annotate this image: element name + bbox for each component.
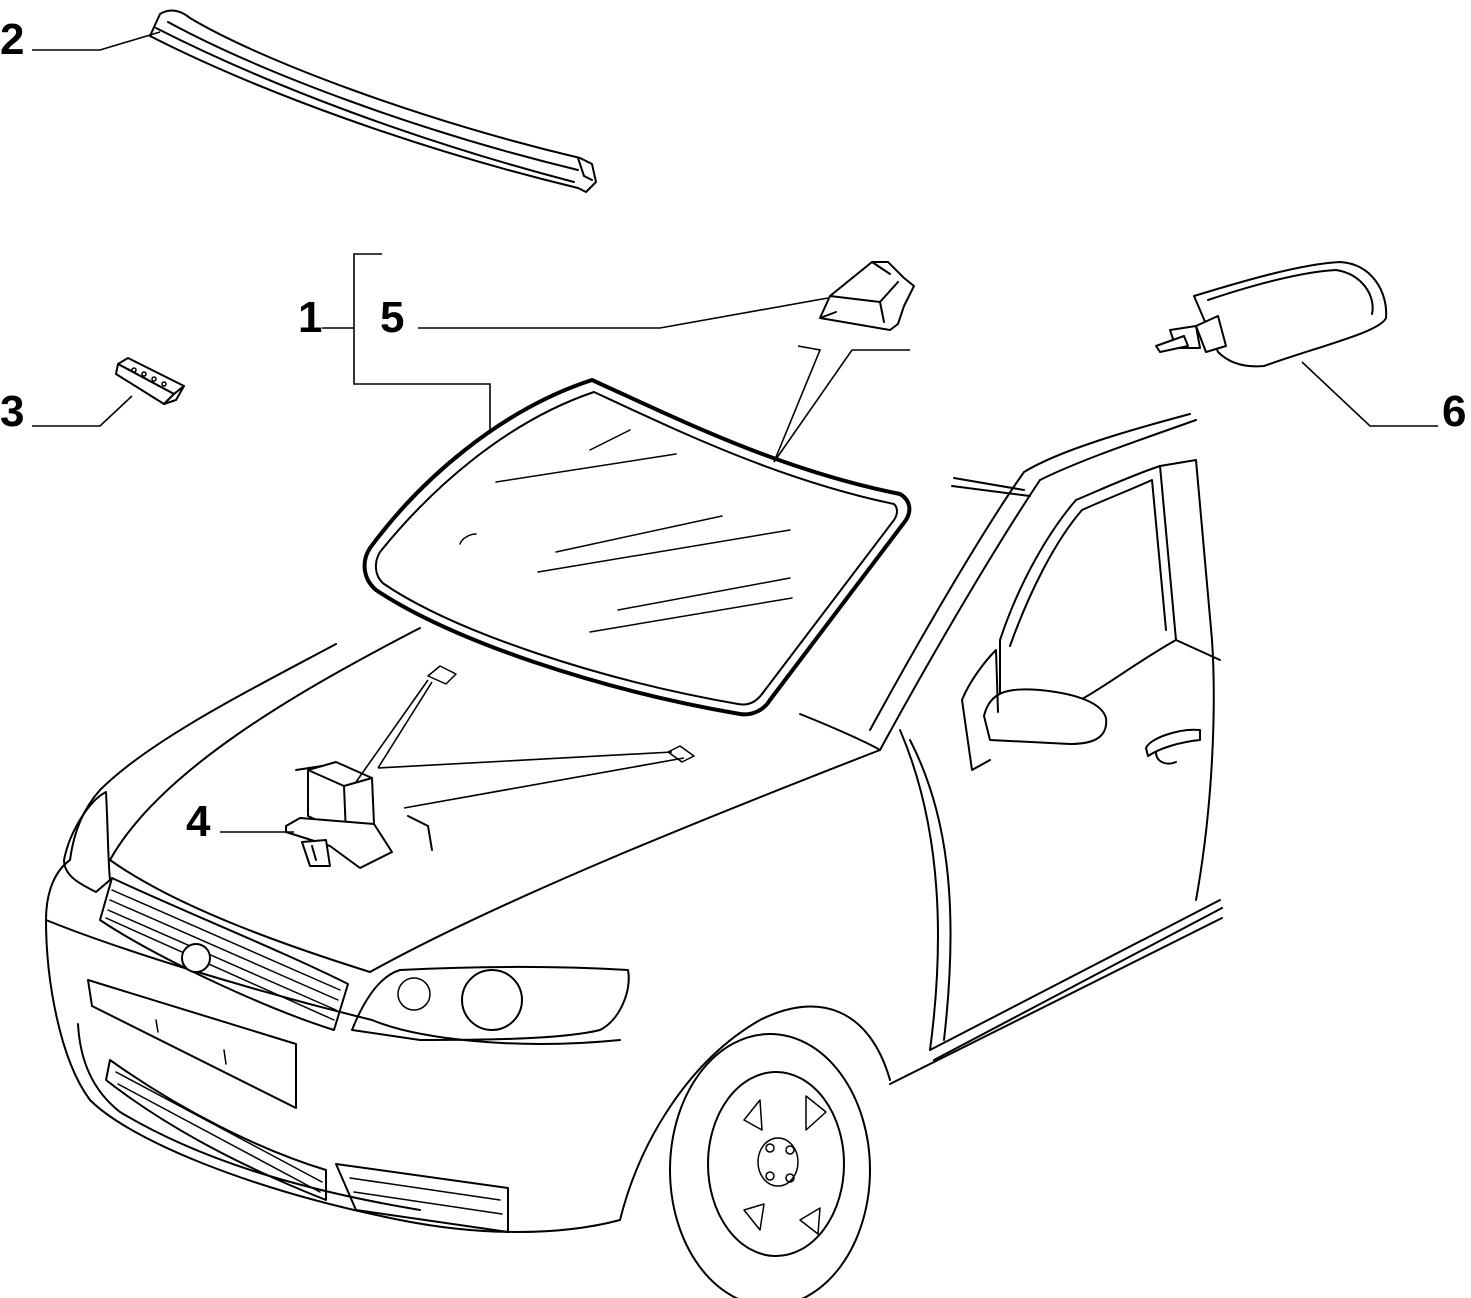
part-6-adhesive-tube[interactable] xyxy=(1155,261,1388,368)
part-4-sensor-bracket[interactable] xyxy=(285,761,393,869)
callout-5: 5 xyxy=(380,293,404,342)
callout-labels: 2 1 5 3 6 4 xyxy=(0,15,1466,846)
leader-lines xyxy=(32,31,1438,833)
part-1-windshield[interactable] xyxy=(362,378,912,717)
callout-2: 2 xyxy=(0,15,24,64)
front-wheel xyxy=(669,1033,871,1298)
callout-1: 1 xyxy=(298,293,322,342)
part-2-seal-strip[interactable] xyxy=(149,9,597,193)
callout-3: 3 xyxy=(0,387,24,436)
car-body-drawing xyxy=(45,413,1223,1298)
part-3-clip[interactable] xyxy=(115,357,185,405)
part-5-mirror-mount[interactable] xyxy=(819,261,915,331)
callout-4: 4 xyxy=(186,797,211,846)
callout-6: 6 xyxy=(1442,387,1466,436)
